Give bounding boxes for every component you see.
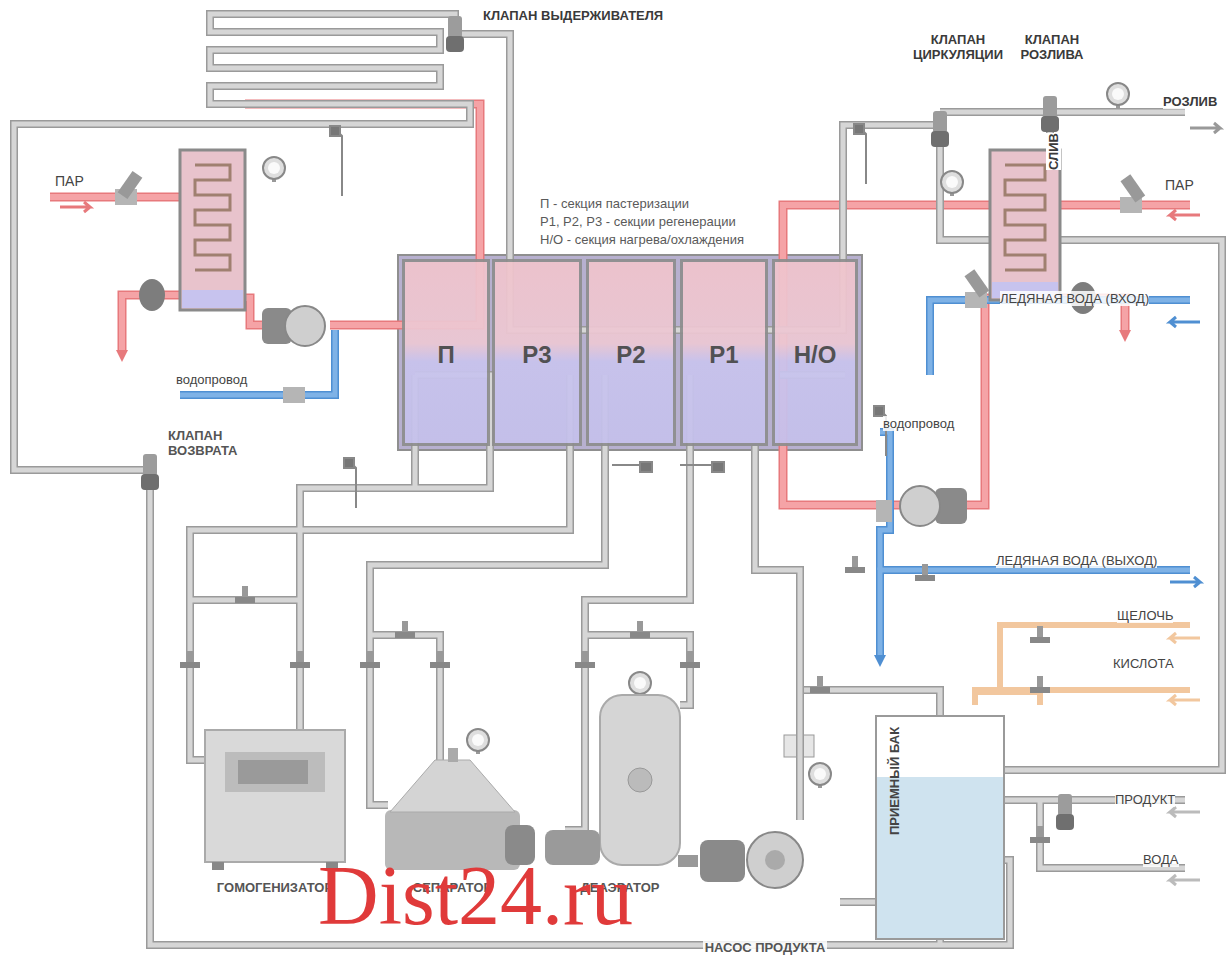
section-name: Н/О: [794, 341, 837, 369]
homogenizer: [205, 730, 345, 870]
equipment-name: ГОМОГЕНИЗАТОР: [215, 880, 335, 895]
pipe-stroke: [755, 446, 800, 820]
section-name: П: [437, 341, 454, 369]
label: ПАР: [55, 174, 84, 189]
exchanger-section: Р1: [680, 259, 768, 446]
exchanger-section: Н/О: [772, 259, 858, 446]
section-name: Р3: [522, 341, 551, 369]
equipment: НАСОС ПРОДУКТА: [690, 820, 840, 955]
pipe-connector: [840, 902, 875, 903]
chemical-lines: [975, 625, 1190, 705]
pipe-stroke: [840, 898, 875, 906]
deaerator: [545, 695, 698, 867]
label: КЛАПАН ВЫДЕРЖИВАТЕЛЯ: [483, 8, 663, 23]
label: КИСЛОТА: [1113, 656, 1174, 671]
label: П - секция пастеризации: [540, 196, 689, 211]
tank-name: ПРИЕМНЫЙ БАК: [887, 727, 902, 835]
product-pump: [700, 832, 803, 888]
flow-arrows: [60, 123, 1220, 885]
label: водопровод: [176, 372, 247, 387]
pipe-stroke: [755, 446, 800, 820]
label: КЛАПАН ВОЗВРАТА: [168, 428, 248, 458]
section-name: Р1: [709, 341, 738, 369]
label: водопровод: [883, 416, 954, 431]
receiving-tank: ПРИЕМНЫЙ БАК: [875, 715, 1005, 940]
label: Р1, Р2, Р3 - секции регенерации: [540, 214, 736, 229]
label: ПРОДУКТ: [1115, 792, 1175, 807]
label: Н/О - секция нагрева/охлаждения: [540, 232, 744, 247]
label: ЛЕДЯНАЯ ВОДА (ВХОД): [1000, 291, 1149, 306]
watermark: Dist24.ru: [318, 850, 633, 942]
exchanger-section: Р3: [492, 259, 582, 446]
label: ПАР: [1165, 178, 1194, 193]
label: СЛИВ: [1046, 133, 1061, 170]
label: ЩЕЛОЧЬ: [1117, 608, 1173, 623]
label: КЛАПАН ЦИРКУЛЯЦИИ: [903, 32, 1013, 62]
label: ВОДА: [1143, 852, 1179, 867]
sensors: [330, 124, 886, 508]
pipe-connector: [755, 446, 800, 820]
exchanger-section: П: [402, 259, 490, 446]
exchanger-frame: [398, 255, 862, 450]
label: КЛАПАН РОЗЛИВА: [1012, 32, 1092, 62]
label: ЛЕДЯНАЯ ВОДА (ВЫХОД): [996, 553, 1157, 568]
equipment-name: НАСОС ПРОДУКТА: [703, 940, 828, 955]
label: РОЗЛИВ: [1163, 94, 1217, 109]
pipe-stroke: [840, 900, 875, 905]
exchanger-section: Р2: [586, 259, 676, 446]
section-name: Р2: [616, 341, 645, 369]
